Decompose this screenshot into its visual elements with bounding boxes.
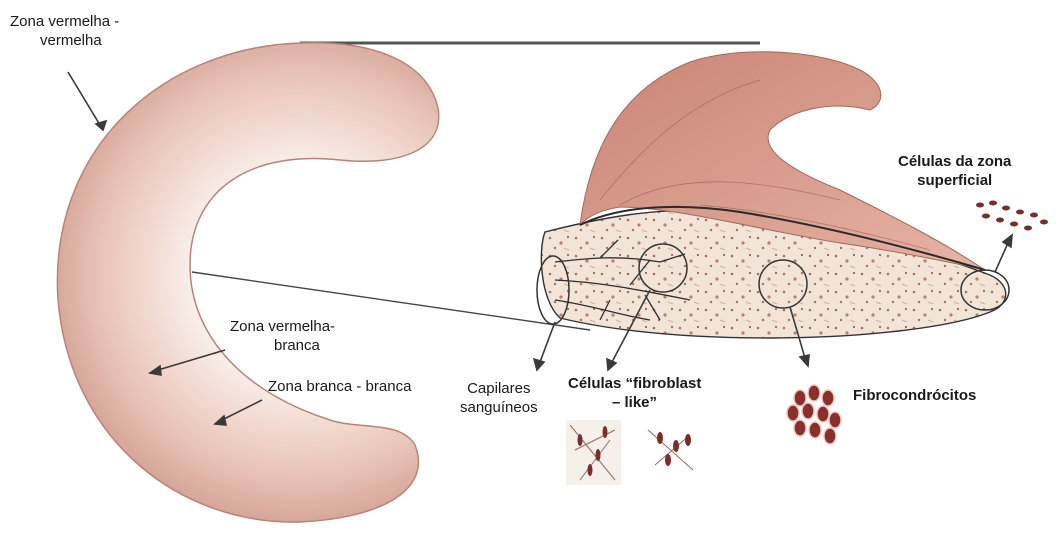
label-superficial-zone-cells: Células da zona superficial <box>898 152 1011 190</box>
superficial-cells-cluster <box>976 201 1048 231</box>
label-fibroblast-like-cells: Células “fibroblast – like” <box>568 374 701 412</box>
meniscus-c-shape <box>57 43 438 522</box>
fibrochondrocytes-cluster <box>787 385 841 444</box>
label-red-red-zone: Zona vermelha - vermelha <box>10 12 119 50</box>
label-blood-capillaries: Capilares sanguíneos <box>460 379 538 417</box>
label-fibrochondrocytes: Fibrocondrócitos <box>853 386 976 405</box>
label-white-white-zone: Zona branca - branca <box>268 377 411 396</box>
label-red-white-zone: Zona vermelha- branca <box>230 317 335 355</box>
fibroblast-like-cells <box>566 420 693 485</box>
